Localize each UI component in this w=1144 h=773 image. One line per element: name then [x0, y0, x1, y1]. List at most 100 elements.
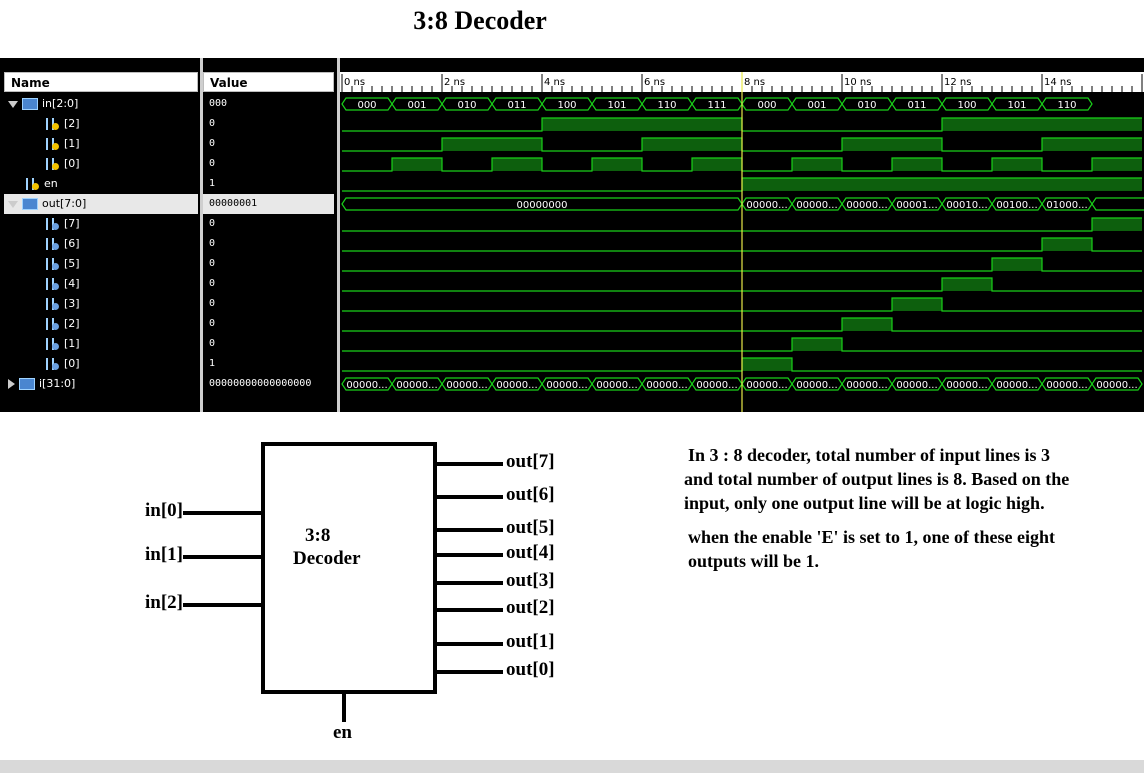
signal-bit-icon — [26, 178, 40, 190]
bus-segment — [1091, 377, 1143, 391]
signal-name: [6] — [64, 237, 80, 250]
signal-row[interactable]: [7] — [4, 214, 198, 234]
bus-value-label: 00001... — [896, 200, 937, 211]
high-level-fill — [1092, 178, 1142, 191]
high-level-fill — [892, 158, 942, 171]
signal-row[interactable]: [2] — [4, 314, 198, 334]
bus-value-label: 00000... — [746, 200, 787, 211]
signal-value: 0 — [209, 338, 216, 349]
signal-value: 1 — [209, 178, 216, 189]
high-level-fill — [392, 158, 442, 171]
bit-trace — [342, 317, 1142, 332]
signal-name: i[31:0] — [39, 377, 76, 390]
bit-waveform — [342, 237, 1142, 252]
signal-value: 0 — [209, 138, 216, 149]
high-level-fill — [792, 178, 842, 191]
high-level-fill — [742, 178, 792, 191]
time-label: 8 ns — [744, 77, 765, 88]
pane-splitter[interactable] — [337, 58, 340, 412]
time-label: 12 ns — [944, 77, 971, 88]
high-level-fill — [992, 158, 1042, 171]
signal-row[interactable]: out[7:0] — [4, 194, 198, 214]
signal-row[interactable]: [1] — [4, 334, 198, 354]
signal-row[interactable]: [6] — [4, 234, 198, 254]
high-level-fill — [792, 338, 842, 351]
signal-bit-icon — [46, 298, 60, 310]
name-column-header[interactable]: Name — [4, 72, 198, 92]
signal-value: 0 — [209, 258, 216, 269]
high-level-fill — [892, 178, 942, 191]
description-line: and total number of output lines is 8. B… — [684, 469, 1070, 489]
bus-value-label: 00000... — [946, 380, 987, 391]
high-level-fill — [492, 158, 542, 171]
signal-row[interactable]: en — [4, 174, 198, 194]
output-pin-label: out[1] — [506, 631, 555, 652]
bus-value-label: 01000... — [1046, 200, 1087, 211]
signal-row[interactable]: [3] — [4, 294, 198, 314]
signal-bit-icon — [46, 258, 60, 270]
signal-row[interactable]: [5] — [4, 254, 198, 274]
signal-row[interactable]: i[31:0] — [4, 374, 198, 394]
bus-value-label: 00000... — [896, 380, 937, 391]
signal-row[interactable]: [4] — [4, 274, 198, 294]
signal-value: 00000001 — [203, 194, 334, 214]
collapse-arrow-icon[interactable] — [8, 200, 18, 208]
decoder-block-diagram — [183, 442, 503, 722]
bus-value-label: 00000... — [796, 380, 837, 391]
bus-segment — [1041, 97, 1093, 111]
input-pin-label: in[1] — [145, 544, 183, 565]
high-level-fill — [1042, 178, 1092, 191]
bus-value-label: 011 — [907, 100, 926, 111]
bus-value-label: 110 — [1057, 100, 1076, 111]
high-level-fill — [1042, 238, 1092, 251]
high-level-fill — [642, 138, 692, 151]
signal-bit-icon — [46, 238, 60, 250]
bus-value-label: 101 — [607, 100, 626, 111]
signal-value: 0 — [209, 158, 216, 169]
bit-waveform — [342, 217, 1142, 232]
signal-row[interactable]: [2] — [4, 114, 198, 134]
bus-segment — [1091, 197, 1144, 211]
bus-value-label: 100 — [557, 100, 576, 111]
high-level-fill — [792, 158, 842, 171]
decoder-block — [261, 442, 437, 694]
high-level-fill — [942, 278, 992, 291]
signal-name: [0] — [64, 157, 80, 170]
bus-signal-icon — [22, 98, 38, 110]
signal-bit-icon — [46, 218, 60, 230]
bus-value-label: 001 — [407, 100, 426, 111]
bit-trace — [342, 237, 1142, 252]
signal-value: 0 — [209, 118, 216, 129]
bus-value-label: 00000... — [596, 380, 637, 391]
bus-value-label: 001 — [807, 100, 826, 111]
bus-waveform: 00000000 — [341, 197, 743, 211]
high-level-fill — [1092, 158, 1142, 171]
signal-bit-icon — [46, 138, 60, 150]
signal-value: 0 — [209, 278, 216, 289]
bus-value-label: 110 — [657, 100, 676, 111]
pane-splitter[interactable] — [200, 58, 203, 412]
collapse-arrow-icon[interactable] — [8, 100, 18, 108]
input-pin-label: in[0] — [145, 500, 183, 521]
high-level-fill — [942, 178, 992, 191]
block-label-name: Decoder — [293, 548, 361, 569]
signal-row[interactable]: [0] — [4, 154, 198, 174]
signal-row[interactable]: in[2:0] — [4, 94, 198, 114]
signal-row[interactable]: [1] — [4, 134, 198, 154]
signal-row[interactable]: [0] — [4, 354, 198, 374]
value-column-header[interactable]: Value — [203, 72, 334, 92]
signal-value: 000 — [209, 98, 228, 109]
bus-value-label: 00000... — [996, 380, 1037, 391]
description-line: when the enable 'E' is set to 1, one of … — [688, 527, 1055, 547]
high-level-fill — [642, 118, 692, 131]
signal-name: [1] — [64, 137, 80, 150]
expand-arrow-icon[interactable] — [8, 379, 15, 389]
signal-bit-icon — [46, 118, 60, 130]
time-label: 10 ns — [844, 77, 871, 88]
high-level-fill — [692, 138, 742, 151]
description-line: outputs will be 1. — [688, 551, 820, 571]
signal-name: en — [44, 177, 58, 190]
